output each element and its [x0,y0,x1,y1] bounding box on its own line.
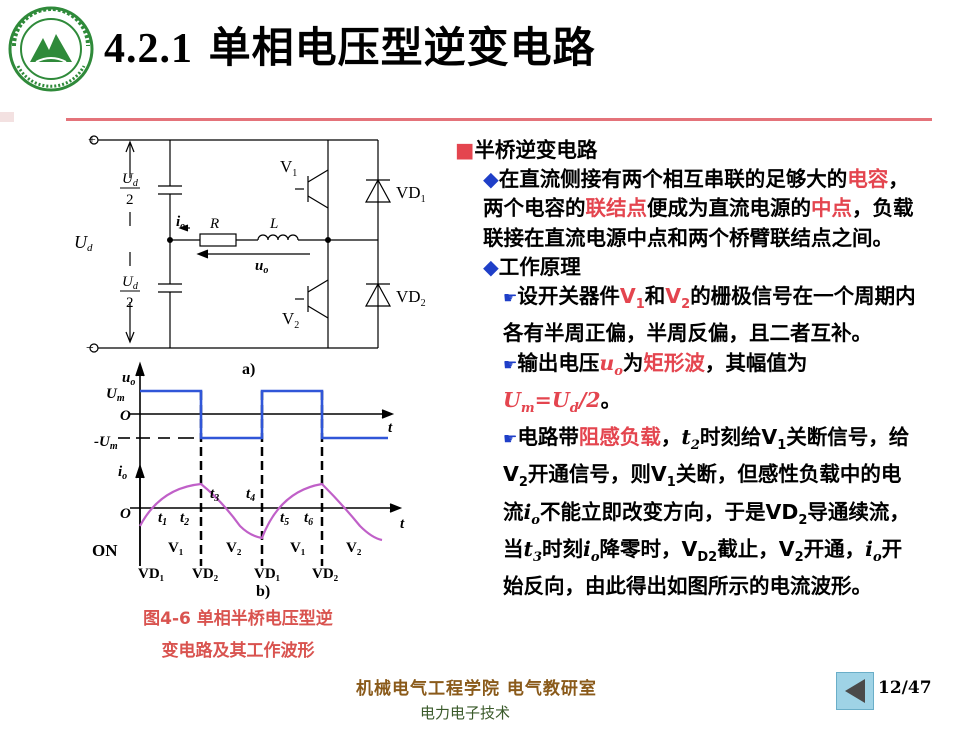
footer-course: 电力电子技术 [420,704,511,722]
io-waveform [139,482,383,542]
page-title: 4.2.1 单相电压型逆变电路 [104,23,596,72]
svg-text:V2: V2 [282,309,299,331]
svg-text:+: + [88,133,96,148]
svg-text:t2: t2 [180,510,189,528]
svg-text:VD1: VD1 [396,183,426,205]
paragraph-principle-heading: ◆工作原理 [483,254,581,279]
page-number: 12/47 [878,678,932,698]
svg-text:t6: t6 [304,510,313,528]
waveform-axes [118,361,403,566]
svg-text:2: 2 [126,295,134,311]
pointing-hand-icon: ☛ [503,288,518,308]
paragraph-capacitors: ◆在直流侧接有两个相互串联的足够大的电容，两个电容的联结点便成为直流电源的中点，… [483,167,914,250]
side-mark [0,112,14,122]
svg-text:VD₂: VD₂ [192,566,219,582]
paragraph-gate-signals: ☛设开关器件V1和V2的栅极信号在一个周期内各有半周正偏，半周反偏，且二者互补。 [503,284,916,346]
svg-text:t: t [400,516,405,532]
svg-text:Um: Um [106,386,125,404]
uo-waveform [140,389,388,440]
svg-text:VD2: VD2 [396,287,426,309]
svg-text:t1: t1 [158,510,167,528]
svg-text:ON: ON [92,541,118,560]
circuit-waveform-figure: Ud 2 Ud 2 Ud io R L uo V1 VD1 VD2 V2 + −… [74,133,426,600]
pointing-hand-icon: ☛ [503,354,518,374]
svg-text:O: O [120,506,131,522]
svg-text:t4: t4 [246,486,255,504]
section-heading: ■半桥逆变电路 [455,138,598,162]
diamond-bullet-icon: ◆ [483,254,499,279]
figure-caption-line2: 变电路及其工作波形 [161,641,315,661]
svg-text:V₂: V₂ [226,540,242,556]
svg-text:VD₂: VD₂ [312,566,339,582]
paragraph-output-voltage: ☛输出电压uo为矩形波，其幅值为Um=Ud/2。 [503,350,808,416]
figure-caption-line1: 图4-6 单相半桥电压型逆 [143,609,333,629]
paragraph-inductive-load: ☛电路带阻感负载，t2时刻给V1关断信号，给V2开通信号，则V1关断，但感性负载… [503,425,910,599]
svg-text:io: io [118,464,127,482]
square-bullet-icon: ■ [455,138,475,162]
svg-text:V1: V1 [280,157,297,179]
svg-text:VD₁: VD₁ [254,566,280,582]
svg-text:2: 2 [126,192,134,208]
svg-text:V₂: V₂ [346,540,362,556]
svg-text:t: t [388,420,393,436]
conduction-labels: ON V₁ V₂ V₁ V₂ VD₁ VD₂ VD₁ VD₂ b) [92,540,362,600]
svg-text:uo: uo [255,258,268,276]
svg-text:O: O [120,408,131,424]
circuit-labels: Ud 2 Ud 2 Ud io R L uo V1 VD1 VD2 V2 + −… [74,133,426,378]
diamond-bullet-icon: ◆ [483,167,499,192]
triangle-left-icon [845,679,865,703]
svg-text:-Um: -Um [94,434,118,452]
svg-text:t5: t5 [280,510,289,528]
svg-text:uo: uo [122,370,135,388]
svg-text:a): a) [242,361,255,378]
previous-slide-button[interactable] [836,672,874,710]
university-logo [8,6,94,92]
circuit-diagram [89,135,392,353]
svg-text:Ud: Ud [122,274,139,292]
footer-department: 机械电气工程学院 电气教研室 [356,679,597,699]
svg-text:io: io [176,214,185,232]
svg-text:−: − [86,341,94,356]
svg-text:R: R [209,216,219,232]
svg-text:Ud: Ud [122,171,139,189]
svg-text:L: L [269,216,278,232]
title-divider [66,118,932,121]
waveform-labels: uo Um O t -Um io O t t1 t2 t3 t4 t5 t6 [94,370,405,532]
svg-text:V₁: V₁ [168,540,183,556]
svg-text:V₁: V₁ [290,540,305,556]
slide-body-text: ■半桥逆变电路 ◆在直流侧接有两个相互串联的足够大的电容，两个电容的联结点便成为… [455,136,917,602]
svg-text:b): b) [256,583,270,600]
svg-text:VD₁: VD₁ [138,566,164,582]
pointing-hand-icon: ☛ [503,429,518,449]
svg-text:Ud: Ud [74,232,93,254]
svg-text:t3: t3 [210,486,219,504]
